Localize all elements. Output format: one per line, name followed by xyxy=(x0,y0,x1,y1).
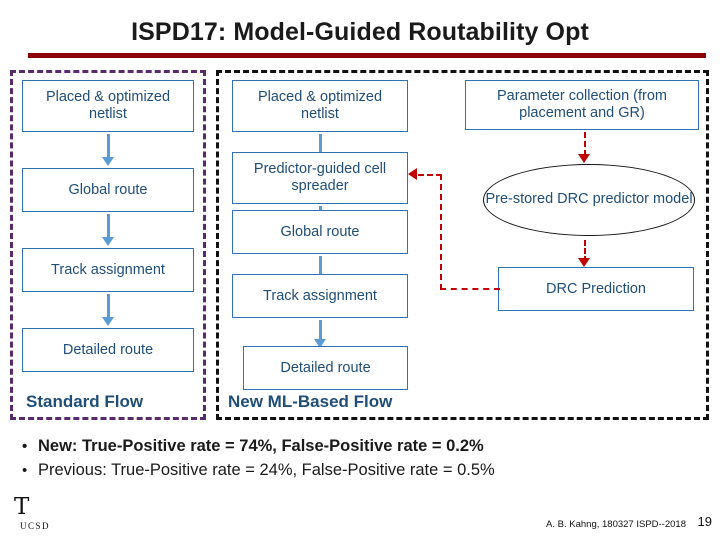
bullet-new-text: New: True-Positive rate = 74%, False-Pos… xyxy=(38,437,484,456)
standard-step-placed-optimized-netlist[interactable]: Placed & optimized netlist xyxy=(22,80,194,132)
standard-arrow-2 xyxy=(102,214,114,246)
standard-step-detailed-route[interactable]: Detailed route xyxy=(22,328,194,372)
ml-arrow-4 xyxy=(314,320,326,348)
red-connector-params-to-model xyxy=(584,132,586,156)
bullet-previous-value: True-Positive rate = 24%, False-Positive… xyxy=(106,461,495,479)
slide-number: 19 xyxy=(697,514,712,529)
results-bullet-list: • New: True-Positive rate = 74%, False-P… xyxy=(22,437,712,485)
page-title: ISPD17: Model-Guided Routability Opt xyxy=(131,18,589,46)
red-arrowhead-to-prediction xyxy=(578,258,590,267)
ucsd-logo-mark: Т xyxy=(14,494,30,520)
standard-step-global-route[interactable]: Global route xyxy=(22,168,194,212)
ml-step-predictor-guided-cell-spreader[interactable]: Predictor-guided cell spreader xyxy=(232,152,408,204)
footer-credit: A. B. Kahng, 180327 ISPD--2018 xyxy=(546,519,686,530)
ml-step-global-route[interactable]: Global route xyxy=(232,210,408,254)
parameter-collection-block[interactable]: Parameter collection (from placement and… xyxy=(465,80,699,130)
ml-step-placed-optimized-netlist[interactable]: Placed & optimized netlist xyxy=(232,80,408,132)
bullet-dot-previous: • xyxy=(22,462,28,479)
ucsd-logo-text: UCSD xyxy=(19,521,50,531)
ml-step-track-assignment[interactable]: Track assignment xyxy=(232,274,408,318)
bullet-new-label: New: xyxy=(38,437,78,455)
red-connector-model-to-prediction xyxy=(584,240,586,262)
ml-step-detailed-route[interactable]: Detailed route xyxy=(243,346,408,390)
red-feedback-horizontal-upper xyxy=(418,174,442,176)
standard-flow-frame xyxy=(10,70,206,420)
red-arrowhead-to-model xyxy=(578,154,590,163)
drc-prediction-block[interactable]: DRC Prediction xyxy=(498,267,694,311)
ml-flow-caption: New ML-Based Flow xyxy=(228,392,393,411)
standard-flow-caption: Standard Flow xyxy=(26,392,144,411)
standard-step-track-assignment[interactable]: Track assignment xyxy=(22,248,194,292)
routability-flow-diagram: Placed & optimized netlist Global route … xyxy=(0,62,720,427)
bullet-dot-new: • xyxy=(22,438,28,455)
ucsd-logo: Т UCSD xyxy=(8,494,62,534)
red-feedback-horizontal-lower xyxy=(440,288,500,290)
ml-flow-frame xyxy=(216,70,709,420)
bullet-new-value: True-Positive rate = 74%, False-Positive… xyxy=(77,437,484,455)
pre-stored-drc-predictor-model-ellipse[interactable]: Pre-stored DRC predictor model xyxy=(483,164,695,236)
title-underline-rule xyxy=(28,53,706,58)
red-feedback-vertical xyxy=(440,174,442,290)
bullet-previous-label: Previous: xyxy=(38,461,107,479)
standard-arrow-3 xyxy=(102,294,114,326)
red-arrowhead-to-cell-spreader xyxy=(408,168,417,180)
bullet-new: • New: True-Positive rate = 74%, False-P… xyxy=(22,437,712,456)
bullet-previous: • Previous: True-Positive rate = 24%, Fa… xyxy=(22,461,712,480)
standard-arrow-1 xyxy=(102,134,114,166)
bullet-previous-text: Previous: True-Positive rate = 24%, Fals… xyxy=(38,461,495,480)
